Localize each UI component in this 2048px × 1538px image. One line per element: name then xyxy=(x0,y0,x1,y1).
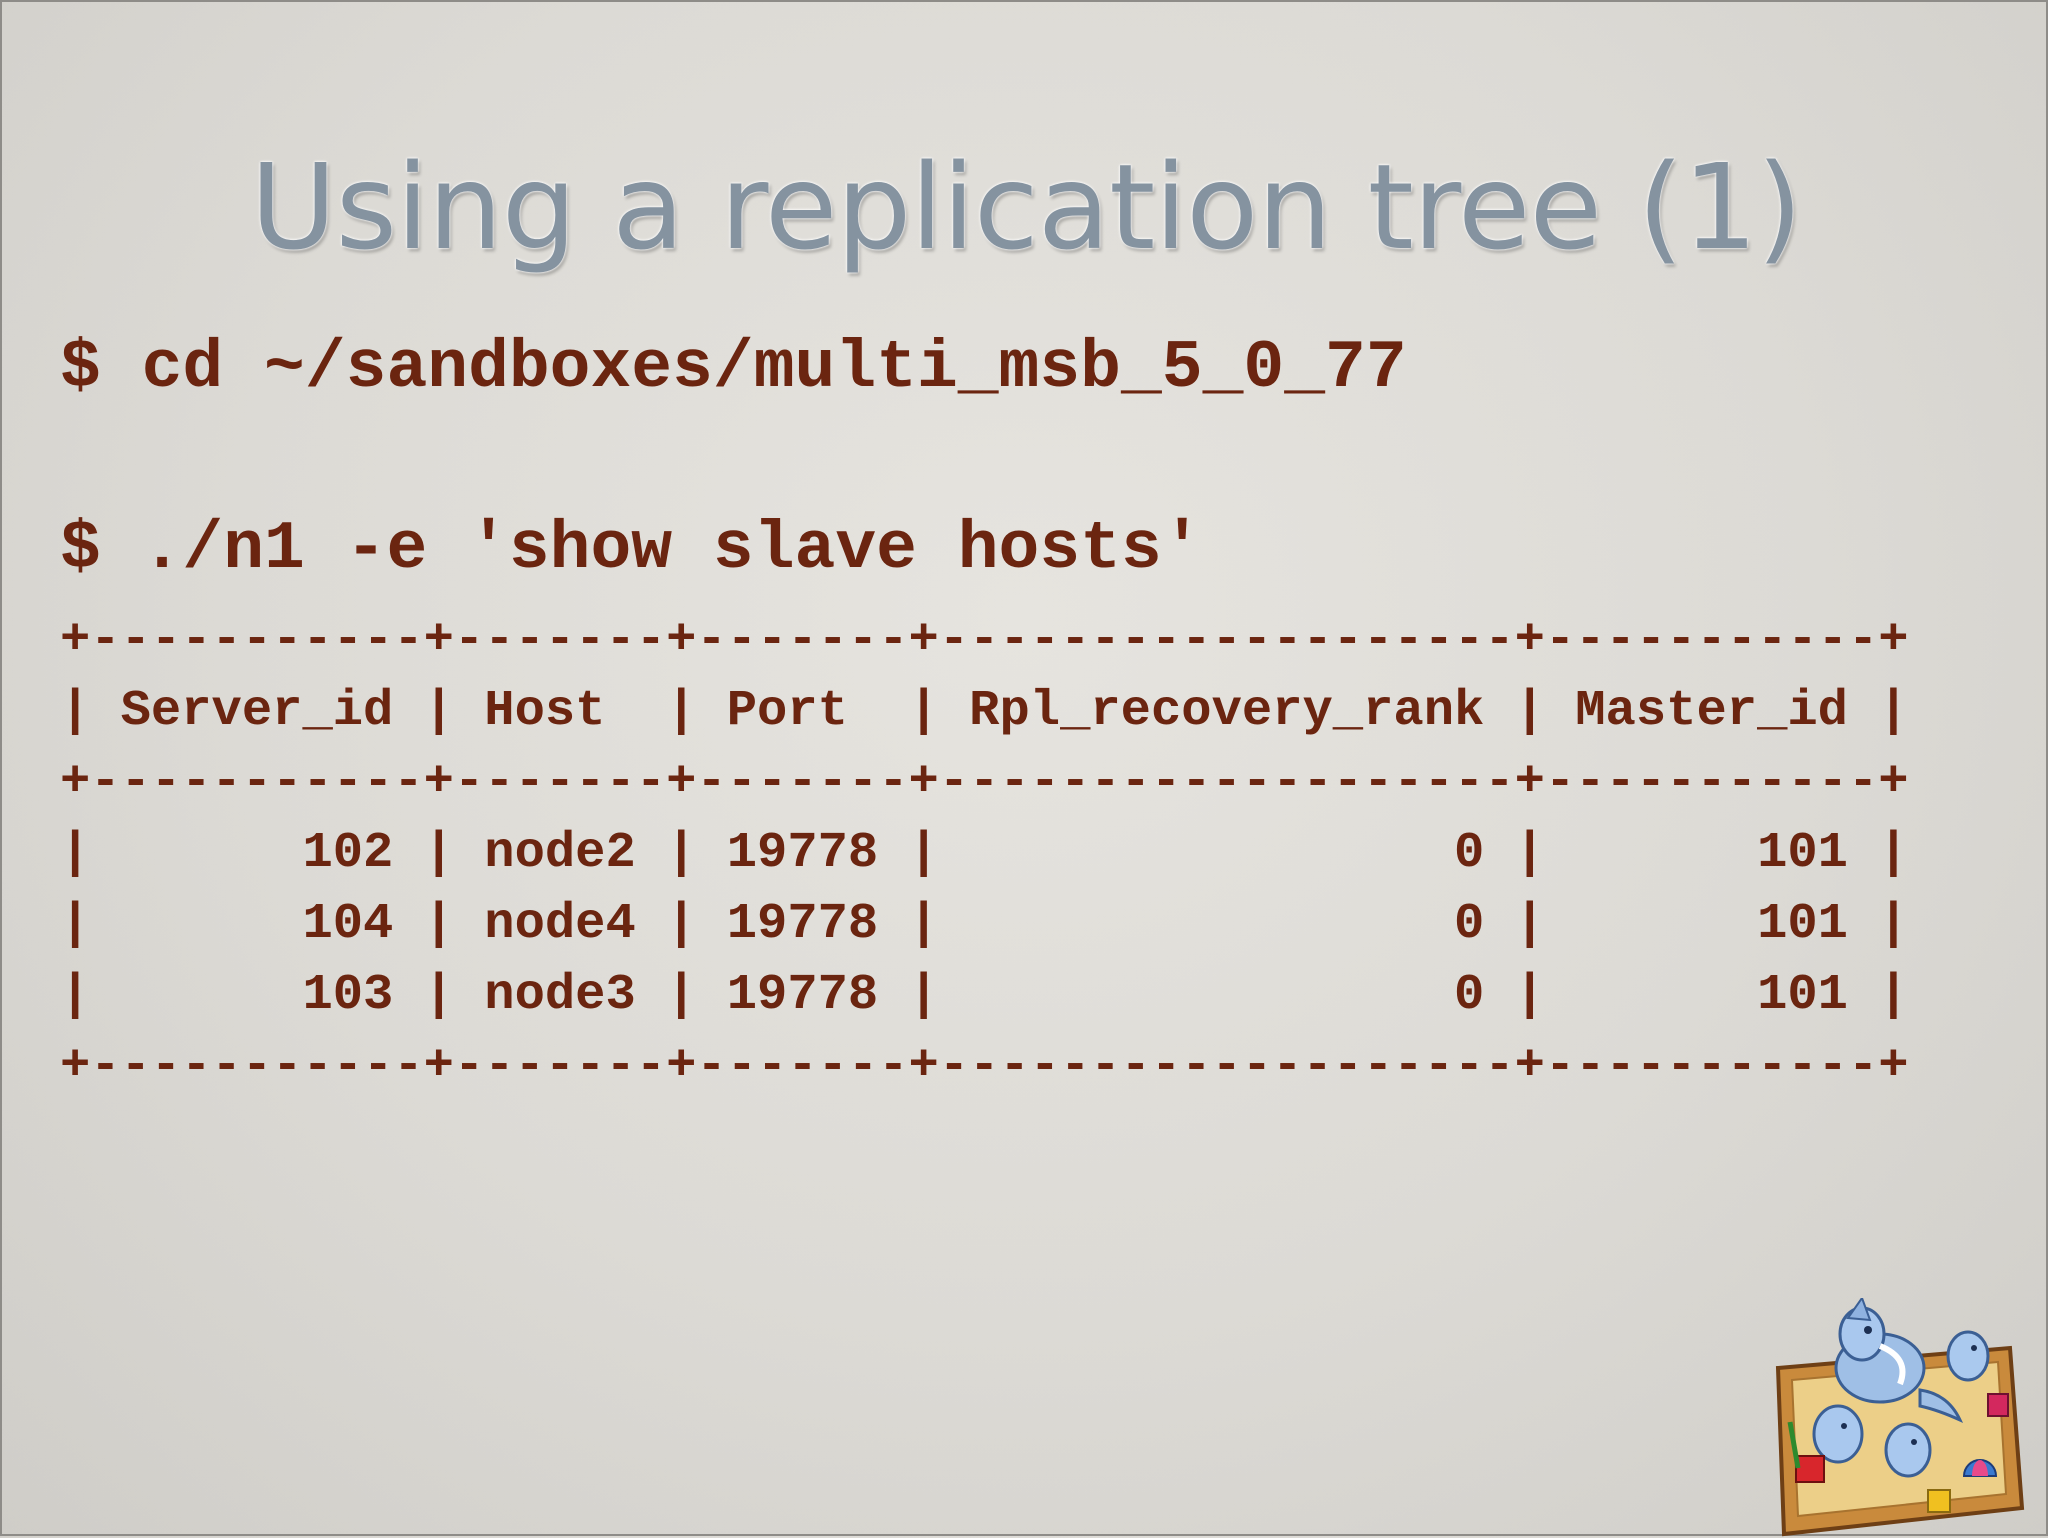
slide-title: Using a replication tree (1) xyxy=(250,138,1802,276)
table-border: +-----------+-------+-------+-----------… xyxy=(60,1038,1909,1095)
table-header: | Server_id | Host | Port | Rpl_recovery… xyxy=(60,683,1909,740)
table-row: | 103 | node3 | 19778 | 0 | 101 | xyxy=(60,967,1909,1024)
table-row: | 104 | node4 | 19778 | 0 | 101 | xyxy=(60,896,1909,953)
query-command: $ ./n1 -e 'show slave hosts' xyxy=(60,511,1203,588)
result-table: +-----------+-------+-------+-----------… xyxy=(60,605,1909,1102)
cd-command: $ cd ~/sandboxes/multi_msb_5_0_77 xyxy=(60,330,1407,407)
dolphins-sandbox-icon xyxy=(1775,1298,2025,1537)
table-border: +-----------+-------+-------+-----------… xyxy=(60,754,1909,811)
table-row: | 102 | node2 | 19778 | 0 | 101 | xyxy=(60,825,1909,882)
table-border: +-----------+-------+-------+-----------… xyxy=(60,612,1909,669)
